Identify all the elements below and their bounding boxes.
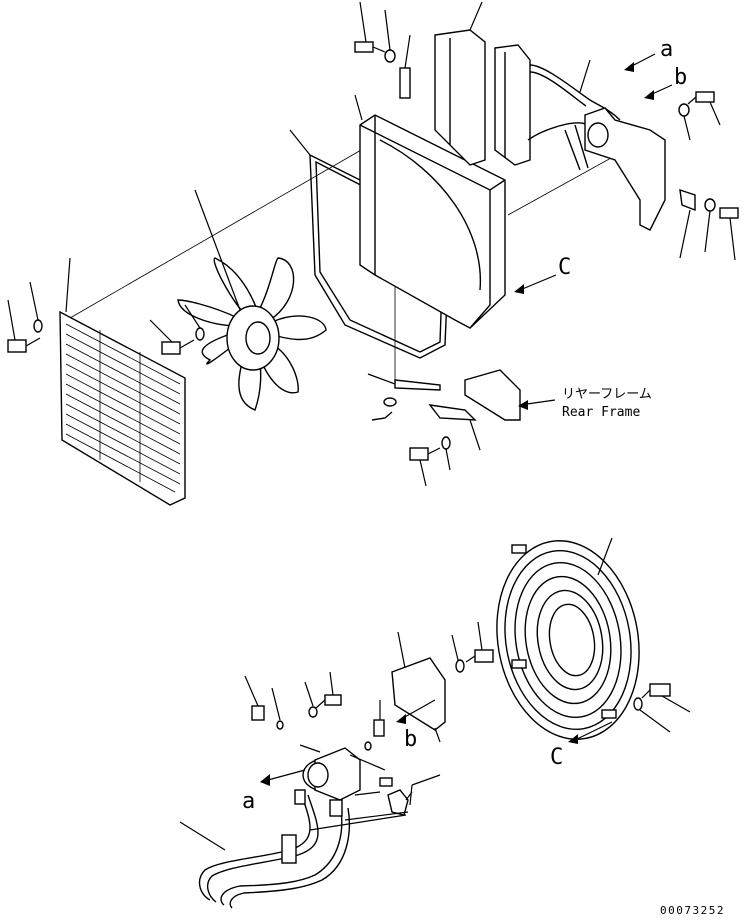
hydraulic-pipe-upper <box>527 59 621 141</box>
fan-shroud <box>354 94 506 329</box>
hydraulic-hoses-lower <box>179 789 409 909</box>
elbow-fitting <box>379 774 441 816</box>
callout-arrow-c-top: C <box>514 255 571 294</box>
fan-wire-guard <box>496 537 640 740</box>
motor-fittings <box>244 671 385 751</box>
upper-mount-brackets <box>434 1 531 166</box>
rear-frame-label-en: Rear Frame <box>562 405 640 420</box>
sensor-bracket <box>391 631 446 743</box>
ref-a-top: a <box>660 37 673 62</box>
ref-c-bottom: C <box>550 745 563 770</box>
fan-motor-bracket <box>564 107 739 231</box>
fan-motor <box>299 744 386 801</box>
stay-bolt <box>409 419 481 487</box>
ref-b-top: b <box>674 65 687 90</box>
guard-bolt-bottom <box>633 683 691 733</box>
callout-arrow-a-top: a <box>624 37 673 72</box>
radiator-grille-guard <box>59 310 186 506</box>
callout-arrow-a-bottom: a <box>242 769 306 814</box>
rear-frame-label: リヤーフレーム Rear Frame <box>562 387 652 420</box>
fan-bolt <box>149 304 205 355</box>
guard-bolt <box>7 257 71 353</box>
callout-arrow-c-bottom: C <box>550 721 613 770</box>
bracket-bolt-right <box>678 91 736 261</box>
callout-arrow-b-top: b <box>644 65 687 100</box>
sensor-bracket-bolt <box>451 621 494 673</box>
ref-b-bottom: b <box>404 727 417 752</box>
rear-frame-stay <box>367 369 556 421</box>
bracket-bolt-top <box>354 1 411 99</box>
callout-arrow-b-bottom: b <box>396 699 436 752</box>
rear-frame-label-jp: リヤーフレーム <box>562 387 652 402</box>
cooling-fan <box>177 189 327 411</box>
drawing-number: 00073252 <box>660 904 725 917</box>
ref-a-bottom: a <box>242 789 255 814</box>
ref-c-top: C <box>558 255 571 280</box>
